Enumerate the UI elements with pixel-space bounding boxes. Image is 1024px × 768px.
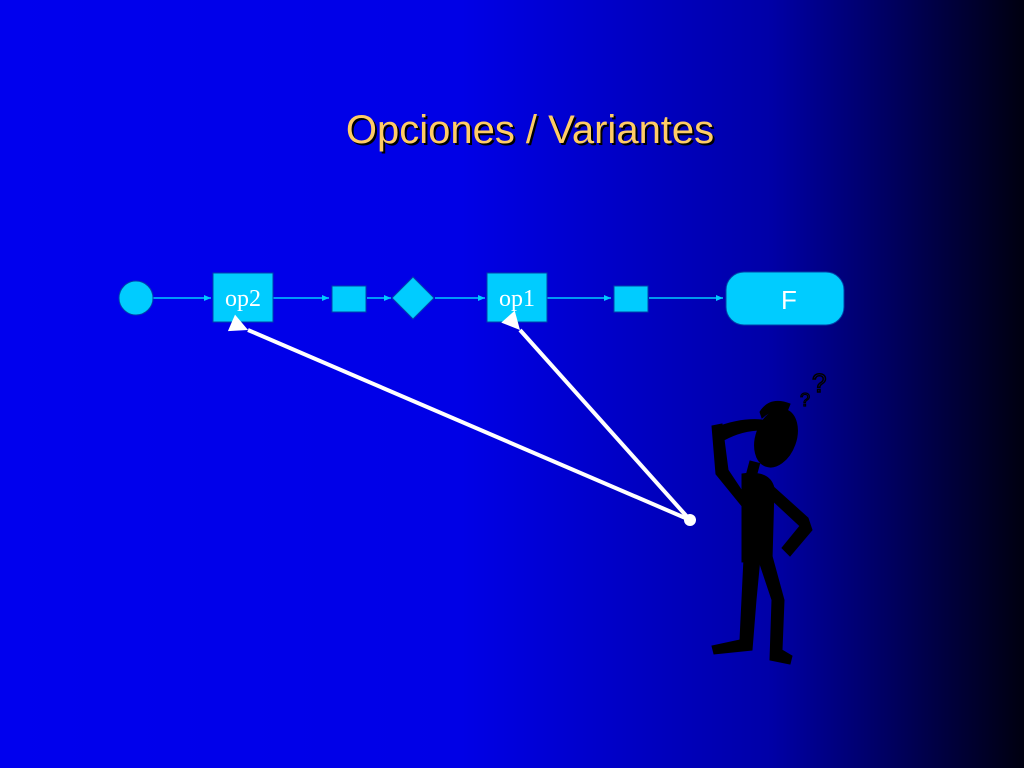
task-node-2 (613, 285, 649, 313)
question-mark-small-icon: ? (800, 390, 810, 410)
end-node: F (725, 271, 845, 326)
start-node (118, 280, 154, 316)
pointer-origin-dot (684, 514, 696, 526)
end-label: F (781, 285, 797, 315)
op2-label: op2 (225, 286, 261, 312)
confused-person-icon: ? ? (711, 367, 827, 665)
pointer-arrows (227, 310, 696, 526)
decision-node (391, 276, 435, 320)
op1-node: op1 (486, 272, 548, 323)
pointer-arrow-op2 (227, 314, 691, 522)
op1-label: op1 (499, 286, 535, 312)
pointer-arrow-op1 (501, 310, 692, 522)
question-mark-icon: ? (812, 368, 826, 398)
task-node-1 (331, 285, 367, 313)
slide-title: Opciones / Variantes (345, 108, 715, 152)
op2-node: op2 (212, 272, 274, 323)
